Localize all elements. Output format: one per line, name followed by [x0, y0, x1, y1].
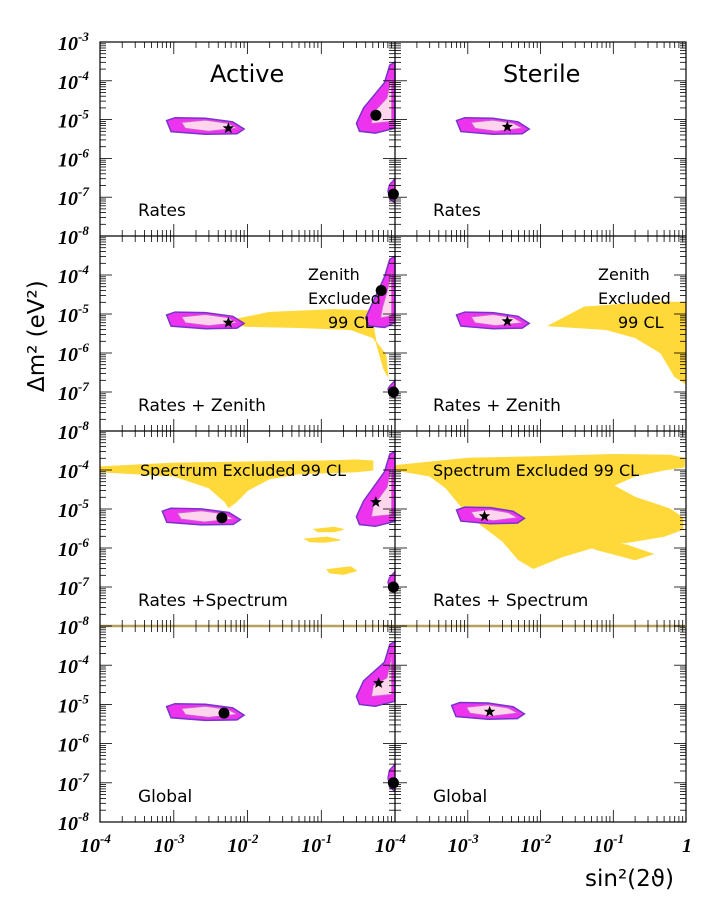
- x-axis-title: sin²(2ϑ): [585, 866, 674, 892]
- x-tick-label-7: 10-1: [593, 831, 624, 857]
- y-tick-label-r0-2: 10-5: [58, 107, 89, 133]
- y-tick-label-r2-3: 10-6: [58, 535, 89, 561]
- annotation-p3-line1: Excluded: [598, 289, 671, 308]
- column-title-sterile: Sterile: [503, 60, 580, 88]
- allowed-region-inner-p2-low: [380, 271, 393, 319]
- excluded-area-p4-0: [99, 459, 374, 509]
- panel-label-p5: Rates + Spectrum: [433, 591, 588, 611]
- best-fit-dot-p6-0: [218, 707, 230, 719]
- y-tick-label-r1-2: 10-5: [58, 301, 89, 327]
- y-axis-title: Δm² (eV²): [24, 280, 50, 392]
- best-fit-dot-p0-2: [387, 188, 399, 200]
- best-fit-star-p2-0: [222, 316, 235, 328]
- y-tick-label-r3-2: 10-5: [58, 691, 89, 717]
- excluded-area-p4-1: [312, 526, 344, 533]
- y-tick-label-r3-3: 10-6: [58, 731, 89, 757]
- excluded-area-p5-2: [575, 540, 655, 561]
- x-tick-label-6: 10-2: [521, 831, 552, 857]
- y-tick-label-r0-0: 10-3: [58, 29, 89, 55]
- y-tick-label-r0-4: 10-7: [58, 184, 89, 210]
- y-tick-label-r0-1: 10-4: [58, 68, 89, 94]
- y-tick-label-r2-4: 10-7: [58, 574, 89, 600]
- panel-label-p0: Rates: [138, 201, 186, 221]
- excluded-area-p2-0: [218, 309, 389, 377]
- y-tick-label-r2-5: 10-8: [58, 613, 89, 639]
- x-tick-label-1: 10-3: [154, 831, 185, 857]
- best-fit-star-p4-1: [370, 496, 382, 507]
- best-fit-dot-p0-1: [370, 109, 382, 121]
- y-tick-label-r2-2: 10-5: [58, 496, 89, 522]
- panel-label-p6: Global: [138, 787, 192, 807]
- x-tick-label-4: 10-4: [375, 831, 406, 857]
- annotation-p2-line1: Excluded: [308, 289, 381, 308]
- best-fit-star-p0-0: [222, 122, 235, 134]
- best-fit-star-p6-1: [372, 677, 385, 688]
- excluded-area-p5-1: [590, 521, 671, 542]
- panel-label-p7: Global: [433, 787, 487, 807]
- best-fit-dot-p4-0: [216, 512, 228, 524]
- y-tick-label-r0-5: 10-8: [58, 223, 89, 249]
- y-tick-label-r1-5: 10-8: [58, 418, 89, 444]
- allowed-regions-layer: [161, 61, 531, 793]
- column-title-active: Active: [210, 60, 284, 88]
- best-fit-star-p3-0: [501, 315, 513, 327]
- panel-frames-layer: [99, 41, 687, 823]
- y-tick-label-r2-1: 10-4: [58, 457, 89, 483]
- best-fit-star-p5-0: [478, 510, 491, 522]
- y-tick-label-r3-5: 10-8: [58, 809, 89, 835]
- x-tick-label-0: 10-4: [80, 831, 111, 857]
- panel-label-p3: Rates + Zenith: [433, 396, 561, 416]
- excluded-regions-layer: [99, 301, 687, 575]
- best-fit-star-p7-0: [483, 705, 496, 717]
- excluded-area-p4-2: [303, 536, 341, 543]
- y-tick-label-r1-3: 10-6: [58, 340, 89, 366]
- y-tick-label-r0-3: 10-6: [58, 145, 89, 171]
- panel-label-p1: Rates: [433, 201, 481, 221]
- allowed-region-inner-p0-lma: [181, 119, 239, 132]
- annotation-p3-line0: Zenith: [598, 265, 650, 284]
- y-tick-label-r3-1: 10-4: [58, 652, 89, 678]
- x-tick-label-3: 10-1: [301, 831, 332, 857]
- best-fit-star-p1-0: [501, 120, 513, 132]
- y-tick-label-r1-4: 10-7: [58, 379, 89, 405]
- panel-label-p2: Rates + Zenith: [138, 396, 266, 416]
- annotation-p4: Spectrum Excluded 99 CL: [140, 461, 346, 480]
- x-tick-label-8: 1: [682, 835, 692, 857]
- allowed-region-inner-p2-lma: [181, 314, 239, 327]
- y-tick-label-r3-4: 10-7: [58, 770, 89, 796]
- best-fit-dot-p2-1: [375, 285, 387, 296]
- excluded-area-p4-3: [326, 566, 358, 575]
- excluded-area-p3-0: [547, 301, 687, 385]
- panel-label-p4: Rates +Spectrum: [138, 591, 288, 611]
- x-tick-label-5: 10-3: [448, 831, 479, 857]
- x-tick-label-2: 10-2: [228, 831, 259, 857]
- y-tick-label-r1-1: 10-4: [58, 262, 89, 288]
- annotation-p5: Spectrum Excluded 99 CL: [433, 461, 639, 480]
- annotation-p3-line2: 99 CL: [618, 313, 664, 332]
- annotation-p2-line2: 99 CL: [328, 313, 374, 332]
- annotation-p2-line0: Zenith: [308, 265, 360, 284]
